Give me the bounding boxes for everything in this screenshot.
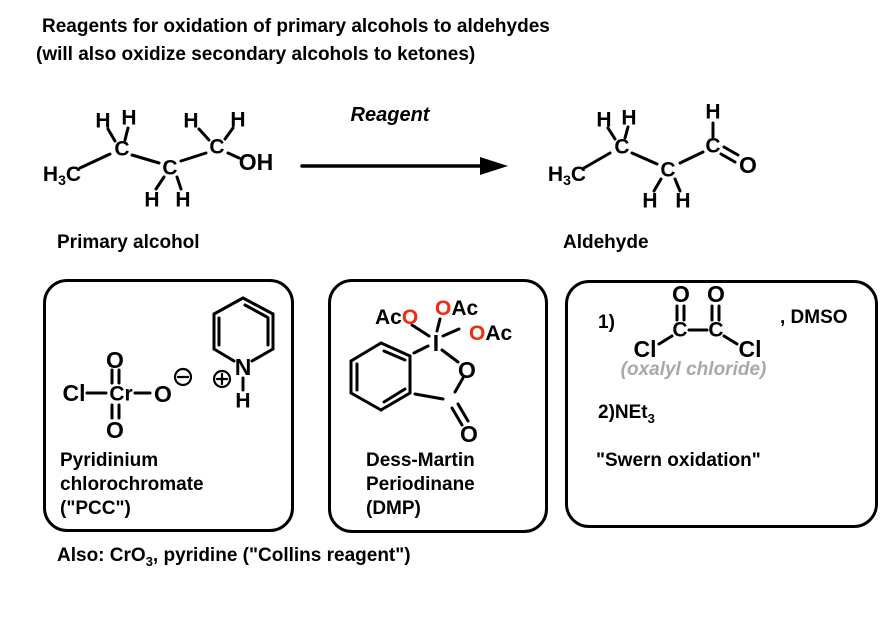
atom-o: O bbox=[106, 417, 124, 443]
atom-c: C bbox=[614, 136, 629, 159]
atom-h: H bbox=[175, 189, 190, 212]
aldehyde-bonds bbox=[582, 121, 740, 193]
dmp-caption: Dess-Martin Periodinane (DMP) bbox=[366, 449, 475, 521]
atom-cr: Cr bbox=[109, 383, 132, 406]
dmp-caption-line1: Dess-Martin bbox=[366, 450, 475, 471]
pcc-bonds bbox=[85, 296, 275, 420]
atom-o: O bbox=[460, 421, 478, 447]
atom-h3c: H3C bbox=[548, 163, 586, 189]
aldehyde-caption: Aldehyde bbox=[563, 232, 649, 253]
swern-step2-label: 2)NEt3 bbox=[598, 402, 655, 426]
minus-charge-icon bbox=[173, 367, 193, 387]
oac-label: OAc bbox=[469, 322, 513, 345]
atom-h: H bbox=[705, 101, 720, 124]
atom-i: I bbox=[433, 330, 439, 356]
atom-h: H bbox=[235, 390, 250, 413]
swern-name-label: "Swern oxidation" bbox=[596, 450, 761, 471]
swern-step1-label: 1) bbox=[598, 312, 615, 333]
pcc-box: Cl Cr O O O N H Pyridinium chlorochromat… bbox=[43, 279, 294, 532]
atom-cl: Cl bbox=[63, 380, 86, 406]
swern-box: 1) O O C C Cl Cl , DMSO (oxalyl chloride… bbox=[565, 280, 878, 528]
aldehyde-structure: H H C H3C C H H H C O bbox=[548, 101, 757, 213]
plus-charge-icon bbox=[212, 369, 232, 389]
alcohol-caption: Primary alcohol bbox=[57, 232, 200, 253]
atom-o: O bbox=[672, 281, 690, 307]
footer-suffix: , pyridine ("Collins reagent") bbox=[152, 545, 411, 566]
pcc-structure: Cl Cr O O O N H bbox=[63, 296, 275, 443]
pcc-caption: Pyridinium chlorochromate ("PCC") bbox=[60, 449, 204, 521]
dmp-caption-line3: (DMP) bbox=[366, 498, 421, 519]
atom-h: H bbox=[642, 190, 657, 213]
atom-h3c: H3C bbox=[43, 163, 81, 189]
footer-note: Also: CrO3, pyridine ("Collins reagent") bbox=[57, 544, 411, 574]
alcohol-bonds bbox=[78, 126, 241, 191]
atom-oh: OH bbox=[239, 149, 274, 175]
dmp-box: AcO OAc OAc I O O Dess-Martin Periodinan… bbox=[328, 279, 548, 533]
atom-h: H bbox=[144, 189, 159, 212]
atom-c: C bbox=[705, 135, 720, 158]
atom-h: H bbox=[183, 110, 198, 133]
oxalyl-chloride-caption: (oxalyl chloride) bbox=[620, 359, 767, 380]
primary-alcohol-structure: H H C H3C C H H H H C OH bbox=[43, 107, 274, 212]
atom-h: H bbox=[596, 109, 611, 132]
atom-c: C bbox=[162, 157, 177, 180]
title-line1: Reagents for oxidation of primary alcoho… bbox=[42, 16, 550, 37]
reagent-label: Reagent bbox=[350, 104, 430, 126]
atom-h: H bbox=[621, 107, 636, 130]
oxalyl-chloride-structure: O O C C Cl Cl bbox=[634, 281, 762, 362]
atom-cl: Cl bbox=[739, 336, 762, 362]
atom-cl: Cl bbox=[634, 336, 657, 362]
atom-c: C bbox=[114, 138, 129, 161]
footer-prefix: Also: CrO bbox=[57, 545, 146, 566]
footer-sub: 3 bbox=[145, 553, 153, 569]
reaction-arrow bbox=[300, 157, 508, 175]
atom-o: O bbox=[106, 347, 124, 373]
pcc-caption-line2: chlorochromate bbox=[60, 474, 204, 495]
atom-c: C bbox=[660, 159, 675, 182]
atom-o: O bbox=[458, 357, 476, 383]
dmp-structure: AcO OAc OAc I O O bbox=[349, 297, 513, 447]
dmp-caption-line2: Periodinane bbox=[366, 474, 475, 495]
atom-h: H bbox=[95, 110, 110, 133]
title: Reagents for oxidation of primary alcoho… bbox=[36, 13, 550, 69]
atom-o: O bbox=[707, 281, 725, 307]
atom-h: H bbox=[121, 107, 136, 130]
title-line2: (will also oxidize secondary alcohols to… bbox=[36, 44, 476, 65]
dmp-bonds bbox=[349, 317, 470, 427]
atom-h: H bbox=[230, 109, 245, 132]
atom-c: C bbox=[672, 319, 687, 342]
pcc-caption-line3: ("PCC") bbox=[60, 498, 131, 519]
arrow-head-icon bbox=[480, 157, 508, 175]
oac-label: OAc bbox=[435, 297, 479, 320]
aco-label: AcO bbox=[375, 306, 418, 329]
atom-c: C bbox=[209, 136, 224, 159]
oxalyl-bonds bbox=[657, 304, 739, 346]
atom-n: N bbox=[235, 354, 252, 380]
atom-o: O bbox=[154, 381, 172, 407]
atom-h: H bbox=[675, 190, 690, 213]
atom-c: C bbox=[708, 319, 723, 342]
swern-dmso-label: , DMSO bbox=[780, 307, 848, 328]
atom-o: O bbox=[739, 152, 757, 178]
pcc-caption-line1: Pyridinium bbox=[60, 450, 159, 471]
